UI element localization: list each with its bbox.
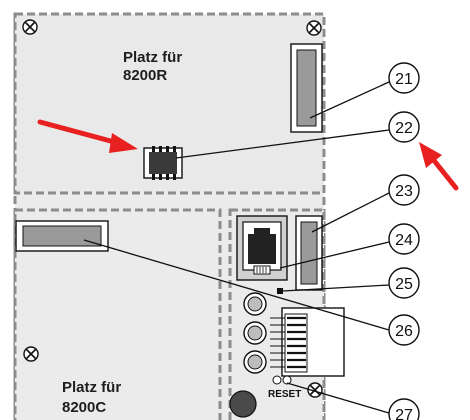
leader-23 (311, 192, 390, 233)
callout-26: 26 (388, 314, 420, 346)
leader-25 (282, 284, 390, 292)
zone-8200c-label-line2: 8200C (62, 399, 106, 416)
callout-23: 23 (388, 174, 420, 206)
slot-connector-26 (15, 220, 109, 252)
callout-22: 22 (388, 111, 420, 143)
callout-25-label: 25 (395, 276, 413, 293)
reset-indicator-icon (272, 375, 292, 385)
zone-8200r-label-line2: 8200R (123, 67, 167, 84)
red-arrow-icon (37, 119, 138, 153)
dip-switch-icon (270, 307, 345, 377)
leader-21 (309, 81, 390, 119)
callout-24-label: 24 (395, 232, 413, 249)
screw-icon (306, 20, 322, 36)
screw-icon (23, 346, 39, 362)
slot-connector-23 (295, 215, 323, 291)
reset-button-icon (229, 390, 257, 418)
red-arrow-icon (419, 142, 459, 191)
leader-24 (279, 241, 390, 269)
zone-8200r-label-line1: Platz für (123, 49, 182, 66)
callout-26-label: 26 (395, 323, 413, 340)
callout-27: 27 (388, 398, 420, 420)
leader-26 (83, 239, 390, 331)
callout-25: 25 (388, 267, 420, 299)
callout-23-label: 23 (395, 183, 413, 200)
potentiometer-icon (243, 321, 267, 345)
callout-24: 24 (388, 223, 420, 255)
callout-27-label: 27 (395, 407, 413, 420)
rj-jack-icon (236, 215, 288, 281)
screw-icon (22, 19, 38, 35)
slot-connector-21 (290, 43, 323, 133)
zone-8200c-label-line1: Platz für (62, 379, 121, 396)
leader-27 (286, 382, 390, 414)
reset-label: RESET (268, 389, 301, 400)
led-icon (277, 288, 283, 294)
callout-21-label: 21 (395, 71, 413, 88)
callout-22-label: 22 (395, 120, 413, 137)
leader-22 (175, 129, 390, 159)
potentiometer-icon (243, 292, 267, 316)
callout-21: 21 (388, 62, 420, 94)
screw-icon (307, 382, 323, 398)
dip8-chip-icon (143, 146, 183, 180)
potentiometer-icon (243, 350, 267, 374)
